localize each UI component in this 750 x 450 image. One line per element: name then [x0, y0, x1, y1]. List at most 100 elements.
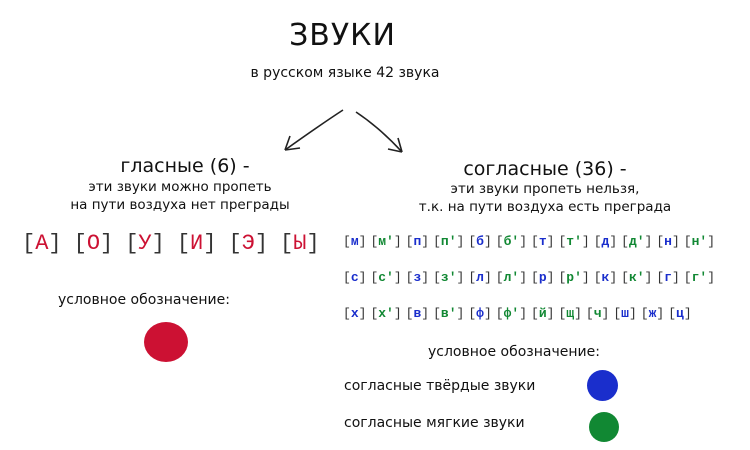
- consonant-letter: м': [378, 234, 394, 249]
- vowels-legend-label: условное обозначение:: [58, 292, 230, 308]
- consonant-letter: в': [440, 306, 457, 321]
- vowel-letter: У: [138, 231, 152, 256]
- hard-consonant: [л]: [468, 270, 492, 285]
- consonant-letter: р': [566, 270, 582, 285]
- hard-consonant: [м]: [343, 234, 367, 249]
- hard-consonant: [т]: [531, 234, 555, 249]
- vowels-desc-line2: на пути воздуха нет преграды: [70, 197, 290, 213]
- vowel-letter: Ы: [293, 231, 307, 256]
- consonant-letter: к': [628, 270, 645, 285]
- soft-consonant: [г']: [683, 270, 716, 285]
- soft-consonant: [т']: [558, 234, 590, 249]
- soft-consonant: [й]: [531, 306, 555, 321]
- vowel-letter: А: [35, 231, 49, 256]
- arrow-left-icon: [284, 109, 344, 151]
- hard-consonant: [г]: [656, 270, 680, 285]
- hard-consonant: [з]: [405, 270, 430, 285]
- hard-consonant: [п]: [405, 234, 430, 249]
- consonant-letter: ц: [676, 306, 684, 321]
- hard-consonant: [ж]: [640, 306, 665, 321]
- consonant-row-1: [м][м'][п][п'][б][б'][т][т'][д][д'][н][н…: [343, 234, 715, 249]
- vowels-desc-line1: эти звуки можно пропеть: [88, 179, 272, 195]
- hard-consonant: [с]: [343, 270, 367, 285]
- vowel-legend-dot: [144, 322, 188, 362]
- hard-consonant: [к]: [593, 270, 618, 285]
- vowel-sound: [И]: [176, 231, 217, 256]
- soft-consonant: [м']: [370, 234, 402, 249]
- consonant-letter: щ: [566, 306, 575, 321]
- consonant-letter: р: [538, 270, 547, 285]
- soft-consonant: [л']: [495, 270, 528, 285]
- hard-consonants-label: согласные твёрдые звуки: [344, 378, 536, 394]
- hard-consonant: [ш]: [613, 306, 637, 321]
- soft-consonant: [р']: [558, 270, 590, 285]
- vowel-sound: [Ы]: [280, 231, 320, 256]
- consonant-letter: з: [413, 270, 422, 285]
- consonant-letter: с: [350, 270, 359, 285]
- consonant-letter: т': [566, 234, 582, 249]
- soft-consonant: [ч]: [585, 306, 610, 321]
- consonant-letter: з': [440, 270, 457, 285]
- consonant-letter: м: [350, 234, 359, 249]
- consonant-row-2: [с][с'][з][з'][л][л'][р][р'][к][к'][г][г…: [343, 270, 715, 285]
- consonant-letter: х: [350, 306, 359, 321]
- consonant-letter: ж: [648, 306, 657, 321]
- hard-consonant: [н]: [656, 234, 680, 249]
- consonant-letter: л': [503, 270, 520, 285]
- consonant-letter: г': [691, 270, 708, 285]
- soft-consonant: [щ]: [558, 306, 582, 321]
- hard-consonant: [р]: [531, 270, 555, 285]
- soft-consonant: [д']: [621, 234, 653, 249]
- consonant-letter: с': [378, 270, 394, 285]
- consonant-letter: в: [413, 306, 422, 321]
- hard-consonant: [д]: [593, 234, 618, 249]
- arrow-right-icon: [355, 111, 403, 153]
- consonant-letter: б': [503, 234, 520, 249]
- consonants-desc-line1: эти звуки пропеть нельзя,: [450, 181, 640, 197]
- soft-consonant: [х']: [370, 306, 402, 321]
- soft-consonant: [з']: [433, 270, 465, 285]
- vowel-sound: [Э]: [228, 231, 269, 256]
- hard-legend-dot: [587, 370, 618, 401]
- vowel-letter: О: [86, 231, 101, 256]
- consonant-letter: п: [413, 234, 422, 249]
- hard-consonant: [х]: [343, 306, 367, 321]
- vowel-sound: [У]: [125, 231, 165, 256]
- hard-consonant: [ф]: [468, 306, 492, 321]
- consonant-letter: л: [476, 270, 484, 285]
- vowel-letter: Э: [241, 231, 255, 256]
- soft-legend-dot: [589, 412, 619, 442]
- consonant-letter: н': [691, 234, 708, 249]
- soft-consonant: [к']: [621, 270, 653, 285]
- vowels-heading: гласные (6) -: [120, 155, 250, 177]
- consonant-letter: ш: [621, 306, 629, 321]
- vowel-sound: [А]: [22, 231, 62, 256]
- soft-consonants-label: согласные мягкие звуки: [344, 415, 525, 431]
- soft-consonant: [б']: [495, 234, 528, 249]
- soft-consonant: [ф']: [495, 306, 528, 321]
- consonant-letter: й: [538, 306, 547, 321]
- hard-consonant: [б]: [468, 234, 492, 249]
- consonant-letter: к: [601, 270, 610, 285]
- consonants-heading: согласные (36) -: [463, 158, 627, 180]
- consonant-letter: д': [628, 234, 645, 249]
- consonants-desc-line2: т.к. на пути воздуха есть преграда: [418, 199, 672, 215]
- hard-consonant: [в]: [405, 306, 430, 321]
- soft-consonant: [в']: [433, 306, 465, 321]
- soft-consonant: [н']: [683, 234, 716, 249]
- consonant-letter: ч: [593, 306, 602, 321]
- consonants-legend-label: условное обозначение:: [428, 344, 600, 360]
- page-title: ЗВУКИ: [289, 18, 396, 53]
- consonant-letter: д: [601, 234, 610, 249]
- vowel-letters: [А] [О] [У] [И] [Э] [Ы]: [22, 230, 330, 256]
- consonant-letter: г: [664, 270, 672, 285]
- soft-consonant: [с']: [370, 270, 402, 285]
- page-subtitle: в русском языке 42 звука: [250, 65, 440, 81]
- consonant-letter: б: [476, 234, 484, 249]
- consonant-letter: х': [378, 306, 394, 321]
- vowel-sound: [О]: [73, 231, 114, 256]
- consonant-row-3: [х][х'][в][в'][ф][ф'][й][щ][ч][ш][ж][ц]: [343, 306, 692, 321]
- consonant-letter: ф': [503, 306, 520, 321]
- consonant-letter: ф: [476, 306, 484, 321]
